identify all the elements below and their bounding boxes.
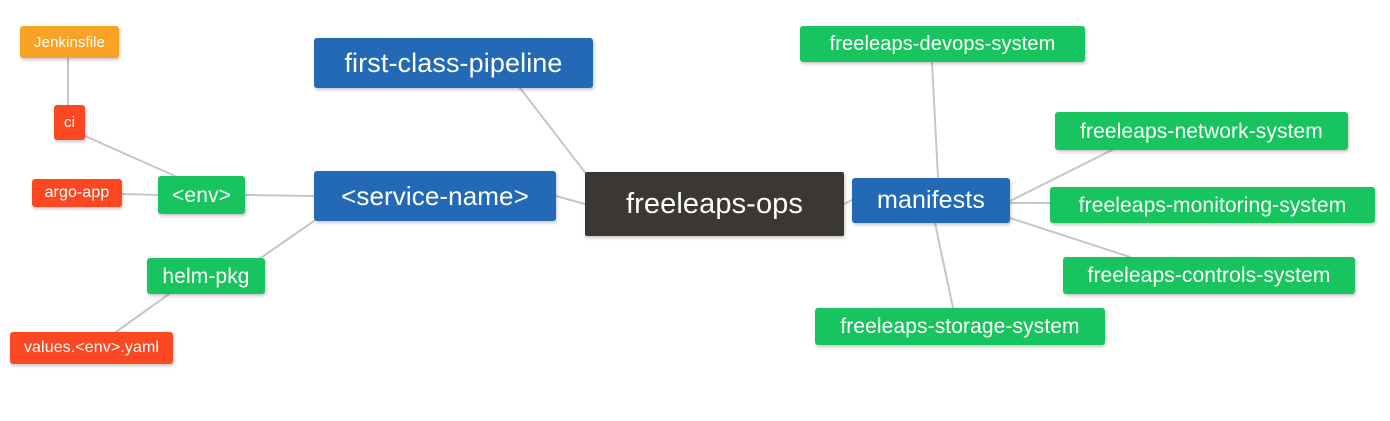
edge-env-to-ci <box>84 135 176 177</box>
node-manifests[interactable]: manifests <box>852 178 1010 223</box>
node-service-name[interactable]: <service-name> <box>314 171 556 221</box>
edge-root-to-manifests <box>843 199 853 205</box>
edge-service-name-to-env <box>244 194 315 197</box>
node-ci[interactable]: ci <box>54 105 85 140</box>
edge-manifests-to-freeleaps-storage-system <box>934 222 954 309</box>
edge-manifests-to-freeleaps-controls-system <box>1009 217 1131 258</box>
node-freeleaps-monitoring-system[interactable]: freeleaps-monitoring-system <box>1050 187 1375 223</box>
node-freeleaps-devops-system[interactable]: freeleaps-devops-system <box>800 26 1085 62</box>
node-env[interactable]: <env> <box>158 176 245 214</box>
node-argo-app[interactable]: argo-app <box>32 179 122 207</box>
edge-helm-pkg-to-values-yaml <box>115 293 170 333</box>
edge-root-to-first-class-pipeline <box>519 87 588 176</box>
node-freeleaps-controls-system[interactable]: freeleaps-controls-system <box>1063 257 1355 294</box>
node-first-class-pipeline[interactable]: first-class-pipeline <box>314 38 593 88</box>
edge-env-to-argo-app <box>121 193 159 196</box>
node-freeleaps-storage-system[interactable]: freeleaps-storage-system <box>815 308 1105 345</box>
node-root[interactable]: freeleaps-ops <box>585 172 844 236</box>
node-freeleaps-network-system[interactable]: freeleaps-network-system <box>1055 112 1348 150</box>
edge-root-to-service-name <box>555 195 586 205</box>
node-values-yaml[interactable]: values.<env>.yaml <box>10 332 173 364</box>
node-helm-pkg[interactable]: helm-pkg <box>147 258 265 294</box>
node-jenkinsfile[interactable]: Jenkinsfile <box>20 26 119 58</box>
edge-manifests-to-freeleaps-devops-system <box>931 61 939 179</box>
